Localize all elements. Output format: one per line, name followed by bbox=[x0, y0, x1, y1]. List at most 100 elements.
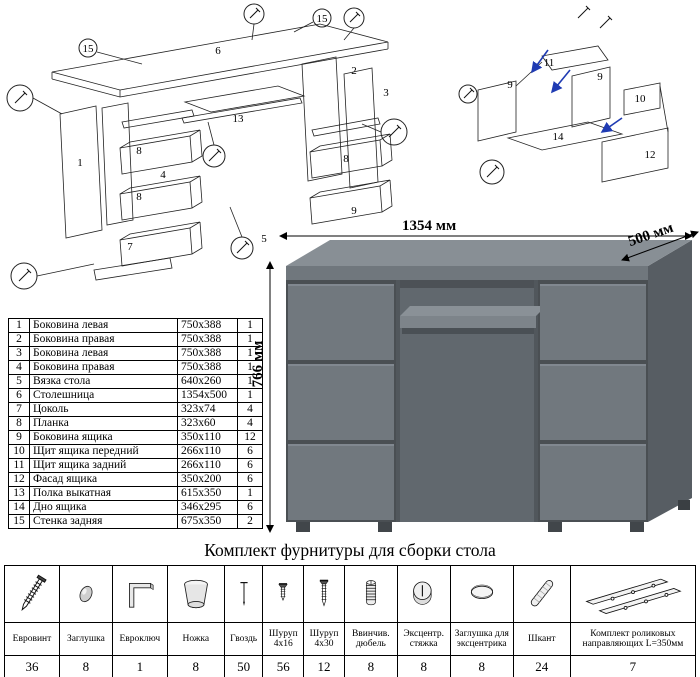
desk-body bbox=[286, 240, 692, 532]
assembled-desk-figure: 1354 мм 500 мм 766 мм bbox=[250, 218, 699, 533]
part-row-num: 6 bbox=[8, 388, 30, 403]
screw-large-icon bbox=[303, 565, 345, 623]
part-size: 266x110 bbox=[177, 458, 238, 473]
part-qty: 6 bbox=[237, 458, 263, 473]
screw-detail-icon bbox=[14, 7, 402, 282]
hardware-item-name: Шуруп 4x16 bbox=[262, 622, 305, 656]
hardware-item-name: Шуруп 4x30 bbox=[303, 622, 345, 656]
part-size: 640x260 bbox=[177, 374, 238, 389]
hardware-item-qty: 8 bbox=[396, 655, 451, 677]
part-row-num: 3 bbox=[8, 346, 30, 361]
part-row-num: 7 bbox=[8, 402, 30, 417]
drawer-line-art bbox=[477, 45, 669, 183]
hardware-item-qty: 8 bbox=[343, 655, 398, 677]
hardware-item-name: Ввинчив. дюбель bbox=[343, 622, 398, 656]
callout-7: 7 bbox=[127, 241, 133, 253]
part-qty: 1 bbox=[237, 332, 263, 347]
callout-11: 11 bbox=[544, 57, 555, 69]
hex-key-icon bbox=[111, 565, 168, 623]
part-qty: 1 bbox=[237, 346, 263, 361]
wood-dowel-icon bbox=[512, 565, 571, 623]
desk-line-art bbox=[32, 21, 393, 281]
part-size: 750x388 bbox=[177, 332, 238, 347]
callout-5: 5 bbox=[261, 233, 267, 245]
part-qty: 2 bbox=[237, 514, 263, 529]
hardware-icons-row bbox=[4, 565, 697, 623]
hardware-item-name: Шкант bbox=[512, 622, 571, 656]
part-row-num: 4 bbox=[8, 360, 30, 375]
part-name: Боковина ящика bbox=[29, 430, 178, 445]
callout-9: 9 bbox=[351, 205, 357, 217]
drawer-exploded-diagram: 11 9 10 14 12 9 bbox=[458, 5, 669, 185]
part-name: Щит ящика задний bbox=[29, 458, 178, 473]
keyboard-tray bbox=[400, 306, 546, 316]
part-name: Боковина правая bbox=[29, 360, 178, 375]
part-size: 346x295 bbox=[177, 500, 238, 515]
part-size: 266x110 bbox=[177, 444, 238, 459]
part-size: 350x110 bbox=[177, 430, 238, 445]
part-name: Боковина правая bbox=[29, 332, 178, 347]
hardware-item-name: Заглушка для эксцентрика bbox=[449, 622, 514, 656]
part-qty: 1 bbox=[237, 486, 263, 501]
callout-1: 1 bbox=[77, 157, 83, 169]
hardware-item-qty: 36 bbox=[4, 655, 60, 677]
part-size: 323x74 bbox=[177, 402, 238, 417]
part-name: Полка выкатная bbox=[29, 486, 178, 501]
part-name: Столешница bbox=[29, 388, 178, 403]
hardware-item-qty: 56 bbox=[262, 655, 305, 677]
hardware-item-qty: 8 bbox=[166, 655, 225, 677]
part-row-num: 2 bbox=[8, 332, 30, 347]
hardware-detail-callouts bbox=[6, 3, 408, 290]
callout-8a: 8 bbox=[136, 145, 142, 157]
assembly-direction-arrows bbox=[531, 49, 623, 133]
callout-15-right: 15 bbox=[317, 13, 329, 25]
furniture-leg-icon bbox=[166, 565, 225, 623]
part-qty: 12 bbox=[237, 430, 263, 445]
callout-8b: 8 bbox=[136, 191, 142, 203]
part-name: Вязка стола bbox=[29, 374, 178, 389]
callout-12: 12 bbox=[645, 149, 656, 161]
callout-4: 4 bbox=[160, 169, 166, 181]
part-row-num: 8 bbox=[8, 416, 30, 431]
part-qty: 6 bbox=[237, 472, 263, 487]
part-name: Фасад ящика bbox=[29, 472, 178, 487]
hardware-item-qty: 7 bbox=[569, 655, 697, 677]
part-row-num: 10 bbox=[8, 444, 30, 459]
part-size: 750x388 bbox=[177, 360, 238, 375]
part-size: 350x200 bbox=[177, 472, 238, 487]
drawer-hardware-details bbox=[458, 5, 613, 185]
part-qty: 4 bbox=[237, 402, 263, 417]
part-qty: 1 bbox=[237, 318, 263, 333]
callout-14: 14 bbox=[553, 131, 565, 143]
right-drawer-stack bbox=[540, 284, 646, 520]
threaded-dowel-icon bbox=[343, 565, 398, 623]
hardware-item-name: Евроключ bbox=[111, 622, 168, 656]
part-qty: 1 bbox=[237, 360, 263, 375]
part-qty: 1 bbox=[237, 374, 263, 389]
part-qty: 6 bbox=[237, 444, 263, 459]
drawer-slides-icon bbox=[569, 565, 697, 623]
hardware-item-qty: 24 bbox=[512, 655, 571, 677]
hardware-item-name: Гвоздь bbox=[223, 622, 264, 656]
part-name: Цоколь bbox=[29, 402, 178, 417]
part-name: Планка bbox=[29, 416, 178, 431]
part-row-num: 13 bbox=[8, 486, 30, 501]
hardware-item-name: Эксцентр. стяжка bbox=[396, 622, 451, 656]
part-qty: 1 bbox=[237, 388, 263, 403]
part-size: 615x350 bbox=[177, 486, 238, 501]
nail-icon bbox=[223, 565, 264, 623]
part-name: Боковина левая bbox=[29, 318, 178, 333]
